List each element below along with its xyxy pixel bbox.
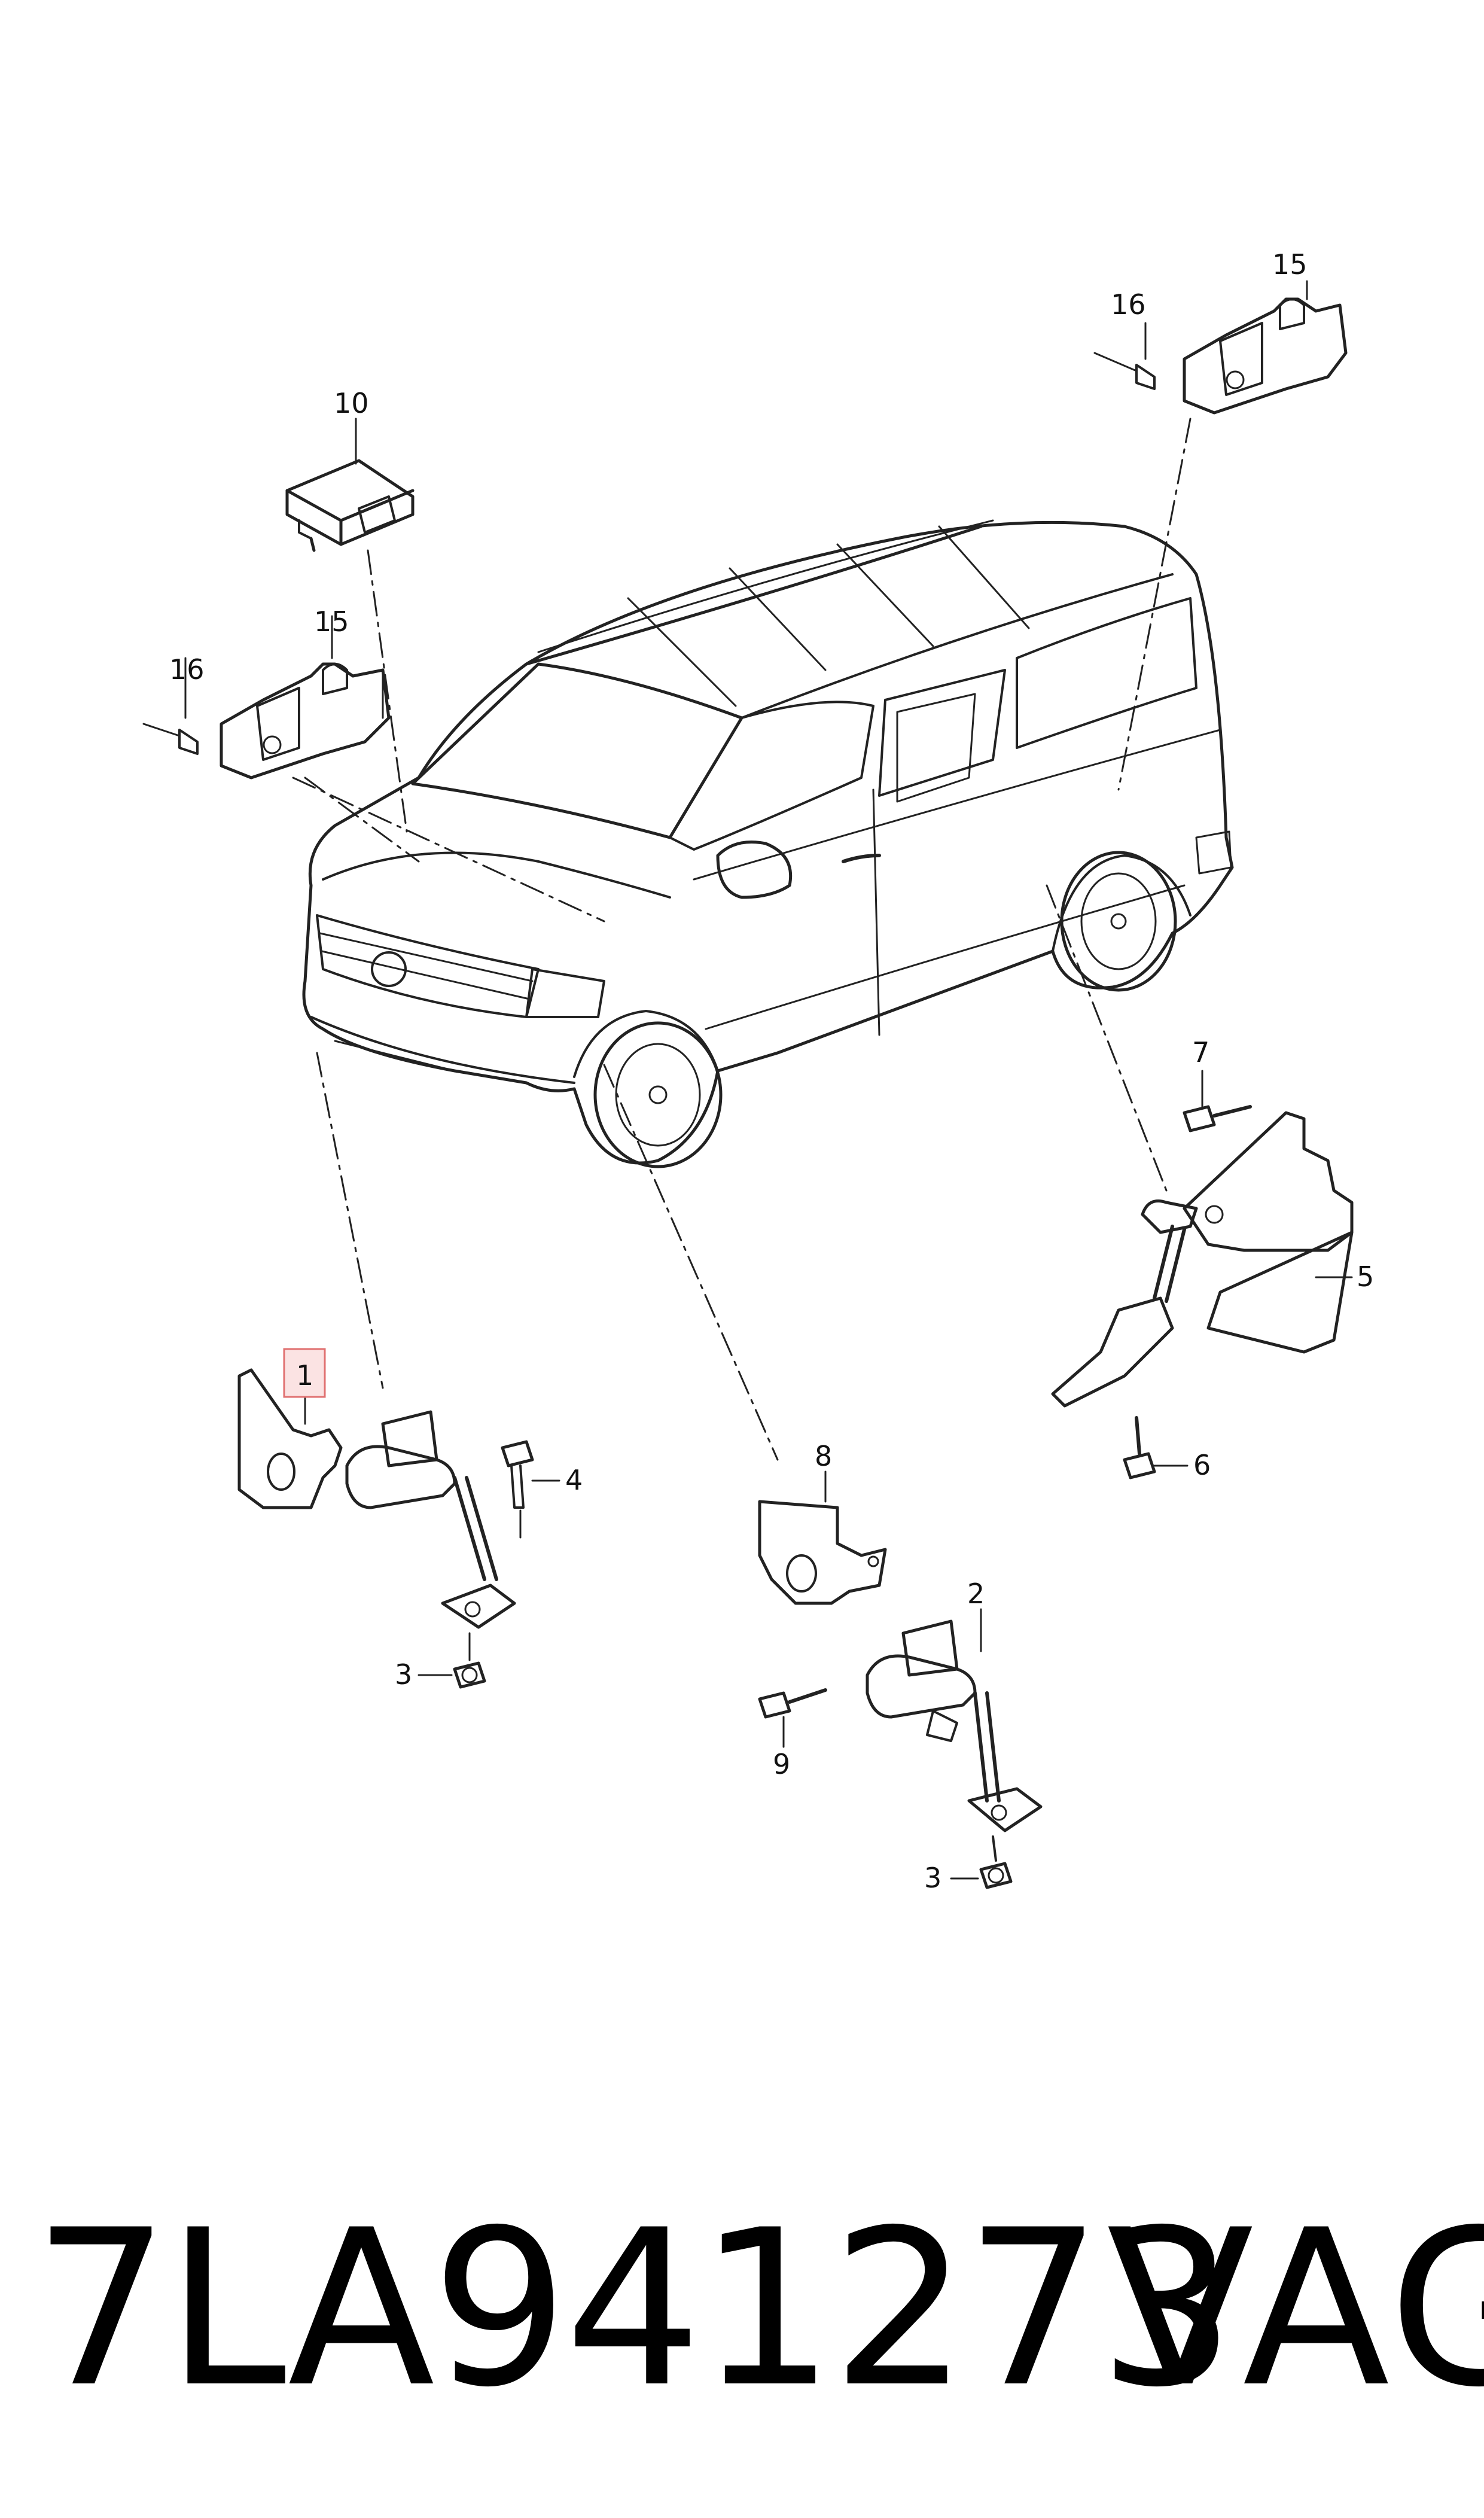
callout-16-right: 16 — [1111, 288, 1146, 321]
part-9-bolt — [758, 1688, 827, 1748]
callout-7: 7 — [1192, 1036, 1209, 1068]
part-15-sensor-left — [142, 615, 391, 780]
callout-1-highlight — [283, 1348, 326, 1398]
part-8-bracket — [758, 1470, 887, 1605]
part-1-level-sensor-front-left — [237, 1368, 516, 1629]
part-7-bolt — [1183, 1070, 1252, 1132]
callout-3-left: 3 — [395, 1658, 412, 1691]
part-3-nut-left — [418, 1632, 486, 1689]
callout-16-left: 16 — [169, 653, 205, 686]
callout-5: 5 — [1357, 1260, 1374, 1293]
part-4-bolt — [501, 1440, 560, 1539]
callout-15-right: 15 — [1272, 248, 1308, 281]
part-2-level-sensor-front-right — [866, 1608, 1043, 1832]
brand-label: VAG — [1107, 2184, 1484, 2434]
callout-9: 9 — [773, 1748, 790, 1780]
callout-4: 4 — [565, 1464, 583, 1496]
callout-3-right: 3 — [924, 1862, 941, 1894]
leader-lines — [292, 418, 1192, 1461]
callout-15-left: 15 — [314, 605, 349, 638]
van-illustration — [302, 519, 1234, 1168]
callout-8: 8 — [815, 1440, 832, 1472]
part-10-control-module — [285, 418, 415, 552]
part-5-level-sensor-rear — [1051, 1111, 1354, 1408]
callout-1: 1 — [296, 1359, 313, 1392]
part-6-bolt — [1123, 1416, 1189, 1479]
callout-6: 6 — [1193, 1449, 1211, 1481]
callout-10: 10 — [334, 387, 369, 419]
part-15-sensor-right — [1093, 280, 1348, 415]
callout-2: 2 — [967, 1578, 985, 1610]
part-number-label: 7LA941273 — [33, 2184, 1235, 2434]
part-3-nut-right — [950, 1835, 1013, 1889]
